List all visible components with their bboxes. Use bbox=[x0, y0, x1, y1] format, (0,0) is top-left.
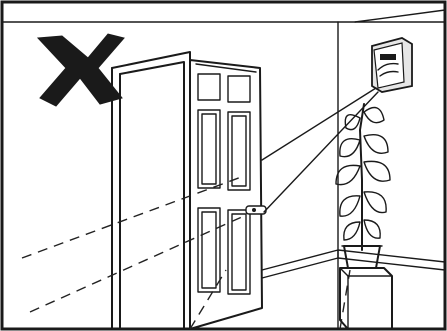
motion-sensor-icon bbox=[372, 38, 412, 92]
door-handle-icon bbox=[246, 206, 266, 214]
